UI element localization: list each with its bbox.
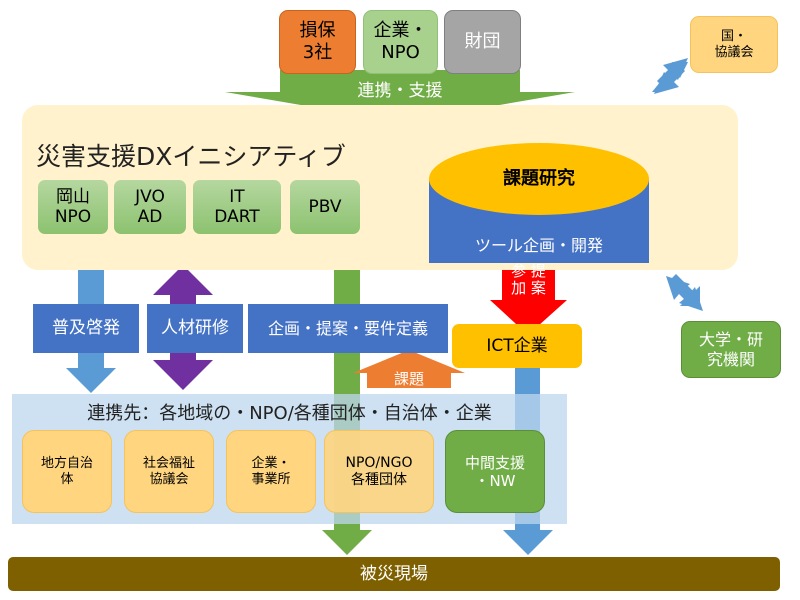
dissemination-label: 普及啓発 [52,318,120,339]
partners-title: 連携先：各地域の・NPO/各種団体・自治体・企業 [87,403,492,424]
top-support-arrow [225,70,575,122]
partner-npo-ngo-label: NPO/NGO 各種団体 [345,454,413,488]
disaster-site-label: 被災現場 [360,563,428,584]
blue-long-arrow-head [503,530,553,555]
red-proposal-arrow [490,262,567,335]
member-jvoad-label: JVO AD [135,186,165,227]
partner-social-welfare: 社会福祉 協議会 [124,430,214,513]
training-box: 人材研修 [147,304,243,353]
disaster-site-bar: 被災現場 [8,557,780,591]
university-double-arrow [668,274,700,306]
partner-intermediary-network-label: 中間支援 ・NW [464,453,525,490]
government-council: 国・ 協議会 [690,16,778,73]
ict-company: ICT企業 [452,324,582,368]
partner-npo-ngo: NPO/NGO 各種団体 [324,430,434,513]
partner-intermediary-network: 中間支援 ・NW [445,430,545,513]
planning-label: 企画・提案・要件定義 [267,318,428,338]
member-it-dart: IT DART [193,180,281,234]
support-arrow-label: 連携・支援 [357,81,443,101]
member-okayama-npo: 岡山 NPO [38,180,108,234]
dissemination-arrow-head [66,368,116,393]
government-council-label: 国・ 協議会 [714,28,754,60]
research-cylinder-top: 課題研究 [429,143,649,215]
member-pbv-label: PBV [308,196,342,217]
sponsor-company-npo-label: 企業・ NPO [373,20,428,63]
partner-social-welfare-label: 社会福祉 協議会 [142,455,195,487]
tool-development-label: ツール企画・開発 [474,236,603,255]
dissemination-box: 普及啓発 [33,304,139,353]
partner-local-government: 地方自治 体 [22,430,112,513]
issues-arrow [353,350,465,388]
university-label: 大学・研 究機関 [698,330,763,369]
partner-companies-label: 企業・ 事業所 [251,455,291,487]
university-research: 大学・研 究機関 [681,321,781,378]
member-jvoad: JVO AD [114,180,186,234]
sponsor-company-npo: 企業・ NPO [363,10,438,74]
sponsor-insurance-label: 損保 3社 [299,20,336,63]
sponsor-foundation: 財団 [444,10,521,74]
ict-company-label: ICT企業 [486,335,548,356]
planning-box: 企画・提案・要件定義 [248,304,448,353]
issues-label: 課題 [393,370,424,388]
partner-local-government-label: 地方自治 体 [40,455,93,487]
member-pbv: PBV [290,180,360,234]
red-arrow-label: 参 提 加 案 [511,262,546,298]
member-it-dart-label: IT DART [214,186,260,227]
partner-companies: 企業・ 事業所 [226,430,316,513]
member-okayama-npo-label: 岡山 NPO [54,186,92,227]
sponsor-insurance: 損保 3社 [279,10,356,74]
sponsor-foundation-label: 財団 [464,31,501,53]
research-label: 課題研究 [503,168,575,190]
gov-double-arrow [652,62,688,92]
training-label: 人材研修 [161,318,229,339]
initiative-title: 災害支援DXイニシアティブ [36,142,346,171]
green-long-arrow-head [322,530,372,555]
